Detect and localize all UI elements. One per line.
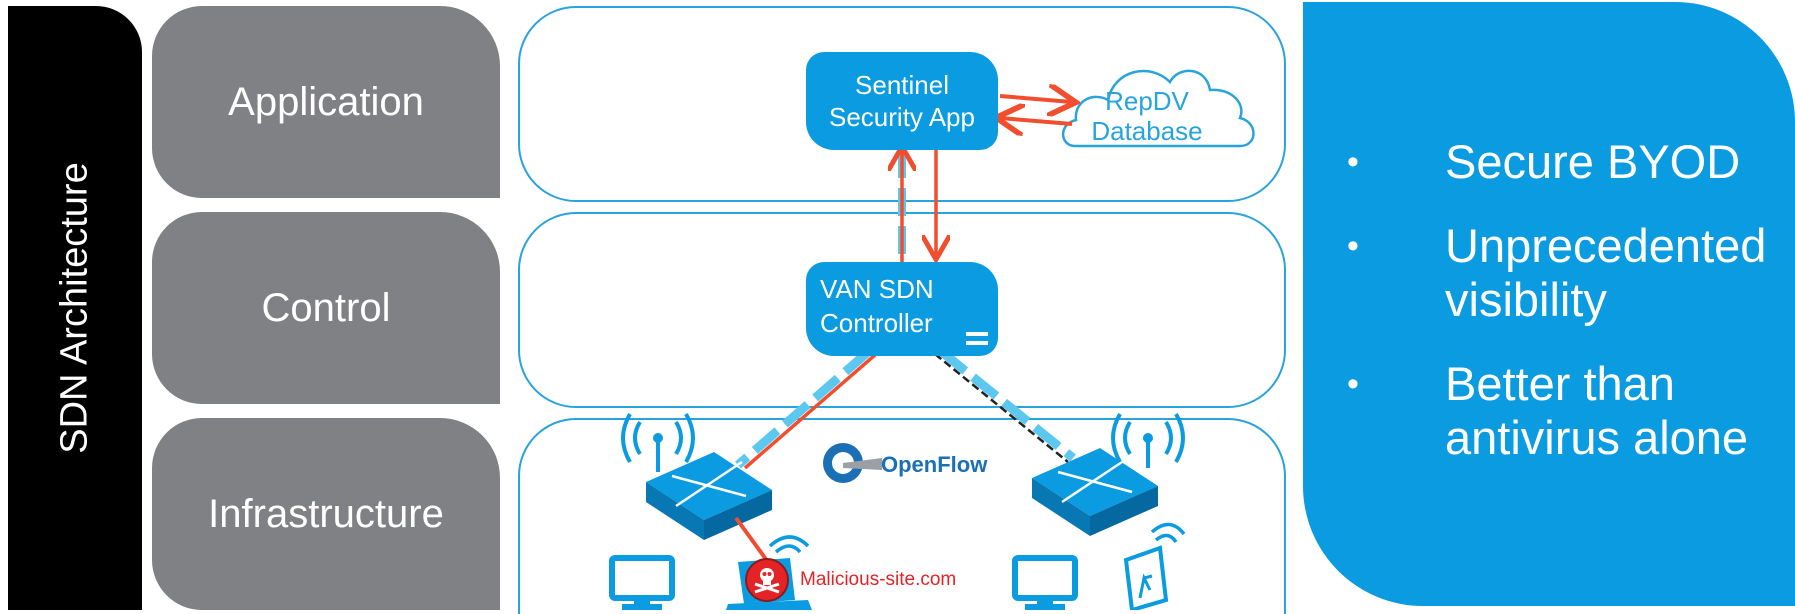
benefit-text: Unprecedented visibility <box>1445 219 1767 326</box>
benefit-text: Secure BYOD <box>1445 135 1741 188</box>
left-switch-icon <box>621 412 772 540</box>
repdv-database-label: RepDV Database <box>1080 86 1214 146</box>
malware-skull-icon <box>745 558 789 602</box>
controller-rack-line-2 <box>966 341 988 345</box>
benefit-item: • Better than antivirus alone <box>1347 357 1775 465</box>
controller-line2: Controller <box>820 308 933 338</box>
infrastructure-layer-band <box>518 418 1286 614</box>
controller-line1: VAN SDN <box>820 274 934 304</box>
cloud-icon <box>1061 69 1255 148</box>
app-to-cloud-arrow <box>999 96 1072 102</box>
cloud-line1: RepDV <box>1105 86 1189 116</box>
benefit-item: • Secure BYOD <box>1347 135 1775 189</box>
switch-to-laptop-red-link <box>734 516 770 564</box>
controller-left-switch-red-link <box>743 353 877 470</box>
openflow-logo-text: OpenFlow <box>881 452 988 477</box>
left-monitor-icon <box>609 555 675 610</box>
app-box-line2: Security App <box>829 102 975 132</box>
benefit-text: Better than antivirus alone <box>1445 357 1749 464</box>
right-switch-icon <box>1032 412 1185 536</box>
layer-control-label: Control <box>152 212 500 404</box>
benefit-item: • Unprecedented visibility <box>1347 219 1775 327</box>
malicious-site-label: Malicious-site.com <box>800 569 957 590</box>
architecture-title-bar: SDN Architecture <box>8 6 142 610</box>
controller-right-switch-black-link <box>934 353 1069 463</box>
app-box-line1: Sentinel <box>855 70 949 100</box>
controller-right-switch-dashed-link <box>939 348 1076 462</box>
right-monitor-icon <box>1012 555 1078 610</box>
bullet-icon: • <box>1347 143 1359 181</box>
layer-application-label: Application <box>152 6 500 198</box>
benefits-list: • Secure BYOD • Unprecedented visibility •… <box>1347 135 1775 495</box>
benefits-panel: • Secure BYOD • Unprecedented visibility •… <box>1303 2 1795 606</box>
van-sdn-controller-box: VAN SDN Controller <box>806 262 998 356</box>
cloud-line2: Database <box>1091 116 1203 146</box>
controller-left-switch-dashed-link <box>735 348 871 469</box>
controller-rack-line-1 <box>966 332 988 336</box>
openflow-logo-icon <box>823 443 882 483</box>
bullet-icon: • <box>1347 365 1359 403</box>
sentinel-security-app-box: Sentinel Security App <box>806 52 998 150</box>
layer-infrastructure-label: Infrastructure <box>152 418 500 610</box>
tablet-icon <box>1123 522 1186 610</box>
cloud-to-app-arrow <box>1000 118 1073 124</box>
bullet-icon: • <box>1347 227 1359 265</box>
